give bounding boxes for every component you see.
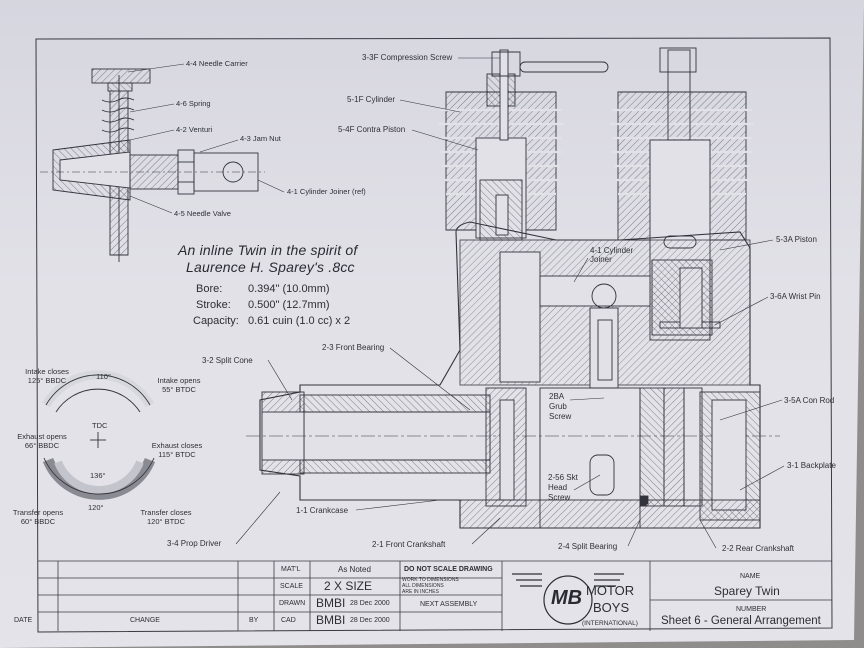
company-logo-wings: [512, 573, 624, 625]
callout-compression-screw: 3-3F Compression Screw: [362, 53, 453, 62]
tb-company-1: MOTOR: [586, 583, 635, 598]
callout-front-bearing: 2-3 Front Bearing: [322, 343, 385, 352]
callout-needle-carrier: 4-4 Needle Carrier: [186, 59, 248, 68]
callout-con-rod: 3-5A Con Rod: [784, 396, 835, 405]
tb-cad-label: CAD: [281, 617, 296, 624]
callout-prop-driver: 3-4 Prop Driver: [167, 539, 222, 548]
tb-drawn-date: 28 Dec 2000: [350, 600, 390, 607]
tb-scale-label: SCALE: [280, 583, 303, 590]
company-logo-mark: MB: [551, 587, 583, 609]
spec-capacity-value: 0.61 cuin (1.0 cc) x 2: [248, 315, 351, 327]
timing-transfer-opens-2: 60° BBDC: [20, 517, 56, 526]
tb-name-value: Sparey Twin: [714, 584, 780, 598]
tb-name-label: NAME: [740, 573, 761, 580]
callout-backplate: 3-1 Backplate: [787, 461, 836, 470]
timing-exhaust-closes-1: Exhaust closes: [151, 441, 203, 450]
tb-dims-note-1: WORK TO DIMENSIONS: [402, 577, 459, 583]
tb-number-label: NUMBER: [736, 606, 767, 613]
callout-skt-1: 2-56 Skt: [548, 473, 578, 482]
timing-exhaust-opens-1: Exhaust opens: [17, 432, 67, 441]
timing-exhaust-opens-2: 66° BBDC: [24, 441, 60, 450]
timing-transfer-closes-1: Transfer closes: [140, 508, 192, 517]
tb-next-assembly: NEXT ASSEMBLY: [420, 601, 478, 608]
tb-cad-by: BMBI: [316, 613, 346, 627]
callout-wrist-pin: 3-6A Wrist Pin: [770, 292, 821, 301]
tb-matl-value: As Noted: [338, 565, 371, 574]
title-block-grid: [38, 560, 832, 631]
callout-grub-1: 2BA: [549, 392, 565, 401]
timing-intake-opens-2: 55° BTDC: [162, 385, 196, 394]
callout-cylinder-joiner-2: Joiner: [590, 255, 612, 264]
spec-bore-label: Bore:: [196, 283, 223, 295]
tb-scale-value: 2 X SIZE: [324, 579, 373, 593]
tb-date-header: DATE: [14, 617, 33, 624]
tb-matl-label: MAT'L: [281, 566, 301, 573]
tb-dims-note-3: ARE IN INCHES: [402, 589, 439, 595]
spec-stroke-value: 0.500" (12.7mm): [248, 299, 330, 311]
tb-drawn-label: DRAWN: [279, 600, 306, 607]
callout-skt-2: Head: [548, 483, 568, 492]
timing-intake-closes-2: 125° BBDC: [27, 376, 67, 385]
carburettor-assembly: [40, 68, 265, 262]
timing-diagram: [42, 370, 156, 500]
callout-spring: 4-6 Spring: [176, 99, 211, 108]
timing-tdc: TDC: [92, 421, 108, 430]
callout-cylinder-joiner-1: 4-1 Cylinder: [590, 246, 634, 255]
spec-stroke-label: Stroke:: [196, 299, 231, 311]
timing-transfer-angle: 120°: [88, 503, 104, 512]
headline-line-1: An inline Twin in the spirit of: [178, 242, 358, 258]
tb-number-value: Sheet 6 - General Arrangement: [661, 615, 821, 627]
timing-exhaust-angle: 136°: [90, 471, 106, 480]
spec-capacity-label: Capacity:: [193, 315, 239, 327]
callout-needle-valve: 4-5 Needle Valve: [174, 209, 231, 218]
tb-dims-note-2: ALL DIMENSIONS: [402, 583, 444, 589]
callout-grub-2: Grub: [549, 402, 567, 411]
callout-skt-3: Screw: [548, 493, 571, 502]
sheet-border: [35, 37, 833, 633]
callout-jam-nut: 4-3 Jam Nut: [240, 134, 281, 143]
callout-contra-piston: 5-4F Contra Piston: [338, 125, 406, 134]
timing-intake-closes-1: Intake closes: [25, 367, 69, 376]
callout-cylinder: 5-1F Cylinder: [347, 95, 396, 104]
tb-cad-date: 28 Dec 2000: [350, 617, 390, 624]
callout-grub-3: Screw: [549, 412, 572, 421]
leader-lines: [127, 57, 785, 549]
headline-line-2: Laurence H. Sparey's .8cc: [186, 259, 355, 275]
timing-exhaust-closes-2: 115° BTDC: [158, 450, 196, 459]
timing-transfer-opens-1: Transfer opens: [12, 508, 64, 517]
callout-crankcase: 1-1 Crankcase: [296, 506, 349, 515]
timing-intake-opens-1: Intake opens: [157, 376, 201, 385]
tb-drawn-by: BMBI: [316, 596, 346, 610]
timing-intake-angle: 110°: [96, 372, 111, 381]
callout-split-bearing: 2-4 Split Bearing: [558, 542, 618, 551]
callout-front-crankshaft: 2-1 Front Crankshaft: [372, 540, 446, 549]
callout-rear-crankshaft: 2-2 Rear Crankshaft: [722, 544, 795, 553]
callout-venturi: 4-2 Venturi: [176, 125, 213, 134]
spec-bore-value: 0.394" (10.0mm): [248, 283, 330, 295]
timing-transfer-closes-2: 120° BTDC: [146, 517, 185, 526]
engine-section: [246, 47, 780, 529]
tb-change-header: CHANGE: [130, 617, 160, 624]
tb-do-not-scale: DO NOT SCALE DRAWING: [404, 566, 493, 573]
callout-cylinder-joiner-ref: 4-1 Cylinder Joiner (ref): [287, 187, 366, 196]
tb-company-3: (INTERNATIONAL): [582, 620, 638, 627]
callout-split-cone: 3-2 Split Cone: [202, 356, 253, 365]
tb-by-header: BY: [249, 617, 259, 624]
tb-company-2: BOYS: [593, 600, 630, 615]
callout-piston: 5-3A Piston: [776, 235, 817, 244]
